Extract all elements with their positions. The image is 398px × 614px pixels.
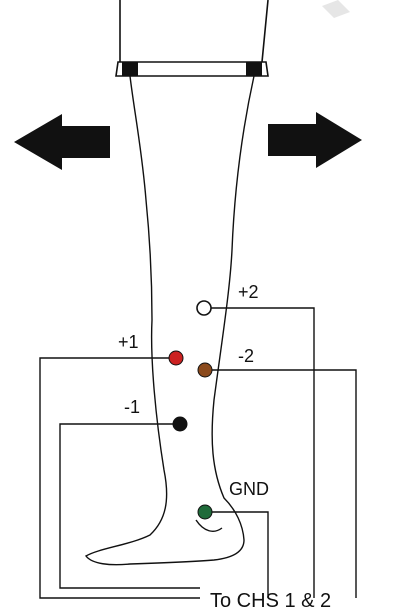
- heel-crease: [195, 519, 223, 532]
- wire-plus1: [39, 357, 200, 599]
- wire-minus1: [59, 423, 200, 589]
- label-plus2: +2: [238, 282, 259, 302]
- thigh-outline: [119, 0, 269, 63]
- thigh-band: [115, 61, 269, 77]
- electrode-minus2: [197, 362, 213, 378]
- wire-gnd: [205, 511, 269, 598]
- electrode-plus1: [168, 350, 184, 366]
- label-minus1: -1: [124, 397, 141, 417]
- band-clip-left: [122, 62, 138, 76]
- electrode-plus2: [196, 300, 212, 316]
- label-plus1: +1: [118, 332, 139, 352]
- electrode-gnd: [197, 504, 213, 520]
- electrode-minus1: [172, 416, 188, 432]
- watermark-mark: [322, 0, 350, 18]
- arrow-left-icon: [14, 114, 110, 170]
- band-clip-right: [246, 62, 262, 76]
- label-gnd: GND: [229, 479, 269, 499]
- label-minus2: -2: [238, 346, 255, 366]
- wire-plus2: [204, 307, 315, 598]
- arrow-right-icon: [268, 112, 362, 168]
- label-channels: To CHS 1 & 2: [210, 590, 332, 612]
- wire-minus2: [205, 369, 357, 598]
- leg-outline: [84, 75, 255, 566]
